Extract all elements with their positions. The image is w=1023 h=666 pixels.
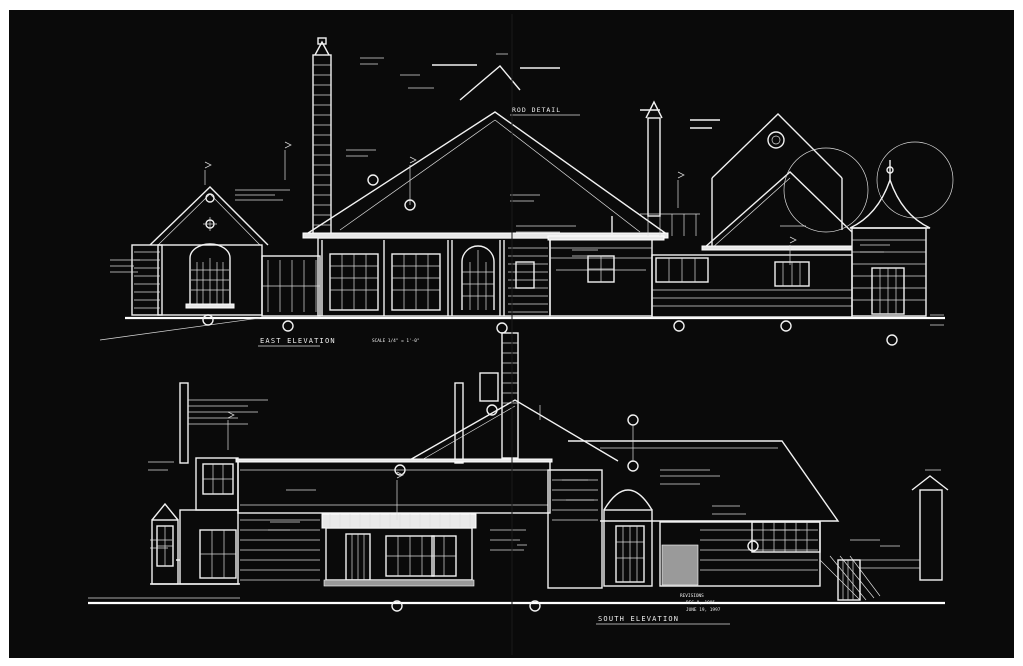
south-entry [547, 469, 653, 589]
east-porch [547, 213, 700, 317]
east-elevation-scale: SCALE 1/4" = 1'-0" [372, 338, 420, 344]
blueprint-board: ROD DETAIL EAST ELEVATION SCALE 1/4" = 1… [9, 10, 1014, 658]
east-rear-gable [645, 100, 954, 246]
south-upper-volume [195, 457, 553, 514]
east-garage-wing [651, 171, 853, 318]
south-left-bay [150, 502, 240, 585]
south-chimney [179, 332, 519, 464]
south-elevation: SOUTH ELEVATION REVISIONS DEC 8, 1995 JU… [88, 332, 949, 625]
elevation-drawings: ROD DETAIL EAST ELEVATION SCALE 1/4" = 1… [88, 14, 954, 655]
south-garage [568, 440, 840, 587]
east-left-wing [131, 186, 269, 316]
revisions-label: REVISIONS [680, 593, 704, 599]
revision-date-1: DEC 8, 1995 [686, 600, 715, 606]
revision-date-2: JUNE 19, 1997 [686, 607, 721, 613]
east-main-house [261, 111, 669, 317]
south-elevation-title: SOUTH ELEVATION [598, 615, 679, 623]
east-annotations: ROD DETAIL [110, 53, 944, 346]
east-chimney [312, 37, 332, 236]
south-annotations [148, 399, 941, 612]
east-elevation-title: EAST ELEVATION [260, 337, 336, 345]
east-elevation: ROD DETAIL EAST ELEVATION SCALE 1/4" = 1… [99, 37, 954, 347]
south-right-fence [819, 475, 949, 601]
rod-detail-title: ROD DETAIL [512, 106, 561, 114]
south-porch [240, 513, 477, 587]
east-french-doors [329, 245, 495, 311]
east-tower [849, 160, 931, 317]
